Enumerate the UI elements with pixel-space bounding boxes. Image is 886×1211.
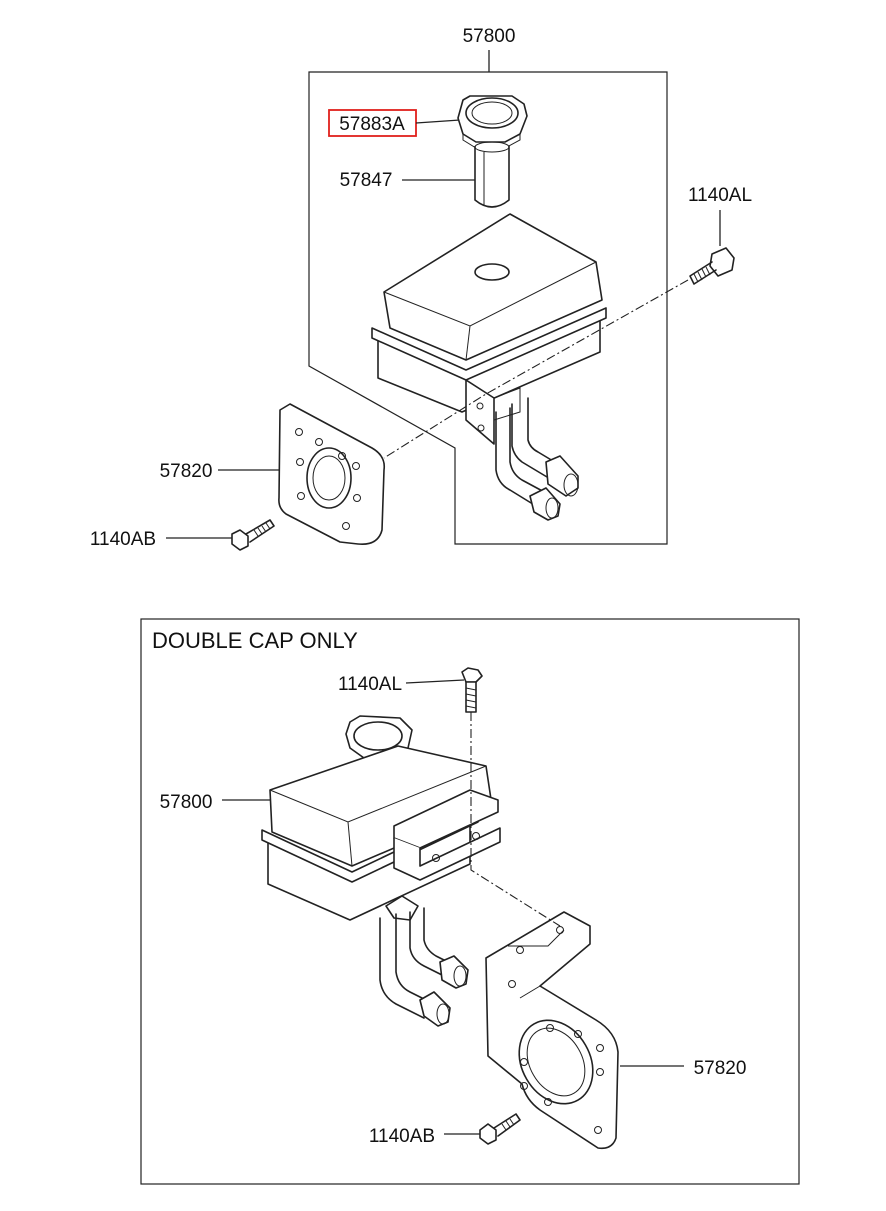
variant-alignment-centerline [470, 712, 561, 927]
variant-leader-1140AL [405, 679, 465, 684]
filler-strainer-57847[interactable] [474, 141, 510, 208]
variant-label-57820[interactable]: 57820 [694, 1058, 747, 1079]
variant-label-57800[interactable]: 57800 [160, 792, 213, 813]
label-57847[interactable]: 57847 [340, 170, 393, 191]
variant-label-1140AB[interactable]: 1140AB [369, 1126, 435, 1147]
label-1140AL[interactable]: 1140AL [688, 185, 752, 206]
bolt-1140AB[interactable] [231, 519, 275, 551]
variant-outlet-pipes[interactable] [379, 907, 469, 1027]
top-assembly: 57800 57883A 57847 1140AL 57820 1140AB [90, 26, 752, 551]
alignment-centerline [383, 279, 689, 459]
label-57883A[interactable]: 57883A [339, 114, 405, 135]
double-cap-variant: DOUBLE CAP ONLY 1140AL 57800 57820 1140A… [140, 618, 800, 1185]
variant-reservoir-tank[interactable] [261, 745, 501, 921]
bolt-1140AL[interactable] [689, 247, 735, 285]
assembly-outline-box [308, 71, 668, 545]
reservoir-tank[interactable] [371, 213, 607, 445]
reservoir-cap-57883A[interactable] [457, 95, 528, 149]
variant-bolt-1140AL[interactable] [461, 667, 483, 713]
variant-bolt-1140AB[interactable] [479, 1113, 521, 1145]
variant-outline-box [140, 618, 800, 1185]
label-57820[interactable]: 57820 [160, 461, 213, 482]
leader-57883A [415, 119, 461, 124]
mounting-bracket-57820[interactable] [278, 403, 386, 546]
variant-mounting-bracket-57820[interactable] [485, 911, 619, 1150]
label-1140AB[interactable]: 1140AB [90, 529, 156, 550]
reservoir-outlet-pipes[interactable] [495, 397, 579, 521]
variant-title: DOUBLE CAP ONLY [152, 628, 358, 653]
label-57800[interactable]: 57800 [463, 26, 516, 47]
variant-label-1140AL[interactable]: 1140AL [338, 674, 402, 695]
